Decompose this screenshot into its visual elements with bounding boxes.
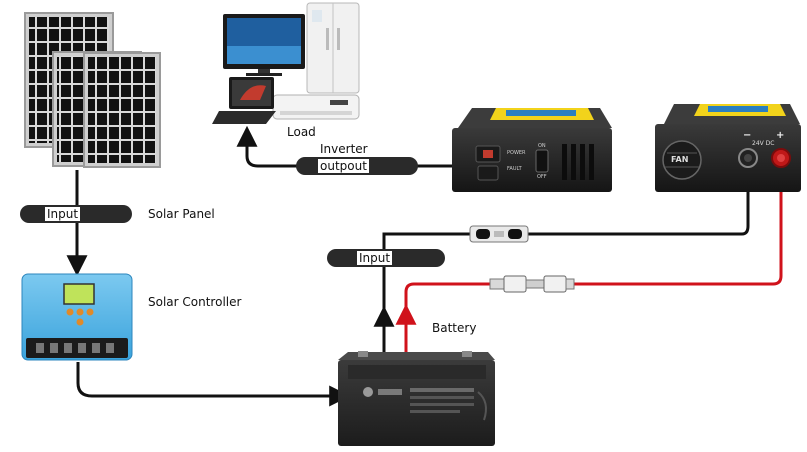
solar-panel-array xyxy=(24,12,161,168)
inverter-output-label: outpout xyxy=(318,159,369,173)
load-appliances xyxy=(212,2,360,124)
on-text: ON xyxy=(538,143,546,149)
load-label: Load xyxy=(287,125,316,139)
input-panel-label: Input xyxy=(45,207,81,221)
solar-panel-label: Solar Panel xyxy=(148,207,215,221)
laptop-icon xyxy=(212,77,276,124)
fan-icon xyxy=(662,140,702,180)
battery-label: Battery xyxy=(432,321,477,335)
input-battery-label: Input xyxy=(357,251,393,265)
solar-panel-front xyxy=(83,52,161,168)
power-text: POWER xyxy=(507,150,526,156)
wire-battery-to-inverter-positive xyxy=(404,282,496,352)
wire-fuse-to-inverter-negative xyxy=(522,165,750,236)
fan-text: FAN xyxy=(671,155,689,164)
inverter-rear xyxy=(655,104,801,192)
inverter-label: Inverter xyxy=(320,142,368,156)
wire-controller-to-battery xyxy=(76,362,351,407)
fuse-negative xyxy=(469,225,529,243)
dc-voltage-text: 24V DC xyxy=(752,140,775,147)
solar-controller-label: Solar Controller xyxy=(148,295,242,309)
battery-device xyxy=(338,351,495,446)
minus-sign: − xyxy=(743,130,752,141)
wire-fuse-to-inverter-positive xyxy=(566,165,783,286)
wires xyxy=(66,125,783,407)
fault-text: FAULT xyxy=(507,166,522,172)
controller-button-1 xyxy=(66,308,74,316)
fridge-icon xyxy=(306,2,360,94)
monitor-icon xyxy=(223,14,305,76)
controller-button-2 xyxy=(76,308,84,316)
wire-inverter-to-load xyxy=(236,125,452,168)
air-conditioner-icon xyxy=(272,94,360,120)
plus-sign: + xyxy=(776,130,785,141)
controller-button-3 xyxy=(86,308,94,316)
off-text: OFF xyxy=(537,174,547,180)
inverter-front xyxy=(452,108,612,192)
solar-controller-device xyxy=(21,273,133,361)
controller-lcd xyxy=(63,283,95,305)
controller-button-4 xyxy=(76,318,84,326)
fuse-positive xyxy=(489,275,575,293)
